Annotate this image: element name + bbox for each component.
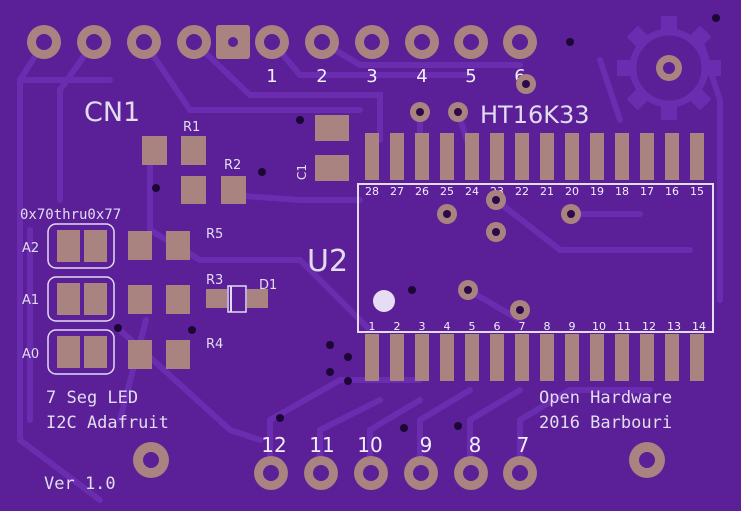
label-version: Ver 1.0 — [44, 474, 116, 494]
top-pin-label-5: 5 — [465, 66, 476, 87]
top-pin-label-4: 4 — [416, 66, 427, 87]
top-pin-label-1: 1 — [266, 66, 277, 87]
chip-pin-22: 22 — [515, 185, 529, 198]
label-u2: U2 — [307, 244, 348, 279]
open-hardware-gear-icon — [617, 16, 721, 120]
chip-pin-27: 27 — [390, 185, 404, 198]
chip-pin-28: 28 — [365, 185, 379, 198]
chip-pin-9: 9 — [569, 320, 576, 333]
top-pin-label-2: 2 — [316, 66, 327, 87]
chip-pin-25: 25 — [440, 185, 454, 198]
label-c1: C1 — [295, 164, 309, 180]
label-d1: D1 — [259, 278, 277, 293]
chip-pin-12: 12 — [642, 320, 656, 333]
bottom-pin-label-8: 8 — [469, 433, 482, 457]
label-a2: A2 — [22, 241, 39, 256]
chip-pin-17: 17 — [640, 185, 654, 198]
label-credit-line1: Open Hardware — [539, 388, 672, 408]
chip-pin-19: 19 — [590, 185, 604, 198]
chip-pin-26: 26 — [415, 185, 429, 198]
label-chip-name: HT16K33 — [480, 101, 590, 129]
vias-small — [114, 14, 720, 432]
chip-pin-24: 24 — [465, 185, 479, 198]
label-r2: R2 — [224, 158, 241, 173]
label-credit-line2: 2016 Barbouri — [539, 413, 672, 433]
chip-pin-16: 16 — [665, 185, 679, 198]
label-r5: R5 — [206, 227, 223, 242]
smd-pads-r3-r4-r5 — [128, 231, 190, 369]
chip-pin-1: 1 — [369, 320, 376, 333]
chip-pin-10: 10 — [592, 320, 606, 333]
top-pin-label-3: 3 — [366, 66, 377, 87]
bottom-pin-label-10: 10 — [357, 433, 382, 457]
chip-pin-14: 14 — [692, 320, 706, 333]
chip-pin-5: 5 — [469, 320, 476, 333]
smd-pads-r1-r2 — [142, 136, 246, 204]
chip-pin-21: 21 — [540, 185, 554, 198]
label-a1: A1 — [22, 293, 39, 308]
bottom-header — [254, 456, 537, 490]
mounting-hole-right — [629, 442, 665, 478]
chip-pin-8: 8 — [544, 320, 551, 333]
vias-large — [410, 74, 581, 320]
smd-pads-c1 — [315, 115, 349, 181]
label-r4: R4 — [206, 337, 223, 352]
bottom-pin-label-12: 12 — [261, 433, 286, 457]
label-r3: R3 — [206, 273, 223, 288]
mounting-hole-left — [133, 442, 169, 478]
ic-u2 — [357, 133, 714, 381]
pin1-marker — [373, 290, 395, 312]
label-address-range: 0x70thru0x77 — [20, 207, 121, 223]
label-r1: R1 — [183, 120, 200, 135]
top-header — [27, 25, 537, 59]
bottom-pin-label-7: 7 — [517, 433, 530, 457]
chip-pin-13: 13 — [667, 320, 681, 333]
bottom-pin-label-9: 9 — [420, 433, 433, 457]
label-product-line2: I2C Adafruit — [46, 413, 169, 433]
copper-traces — [17, 37, 723, 503]
chip-pin-7: 7 — [519, 320, 526, 333]
chip-pin-4: 4 — [444, 320, 451, 333]
chip-pin-6: 6 — [494, 320, 501, 333]
chip-pin-18: 18 — [615, 185, 629, 198]
bottom-pin-label-11: 11 — [309, 433, 334, 457]
address-jumpers — [47, 223, 115, 375]
chip-pin-2: 2 — [394, 320, 401, 333]
chip-pin-11: 11 — [617, 320, 631, 333]
chip-pin-3: 3 — [419, 320, 426, 333]
led-d1 — [206, 285, 268, 313]
label-cn1: CN1 — [84, 97, 140, 128]
chip-pin-15: 15 — [690, 185, 704, 198]
label-a0: A0 — [22, 347, 39, 362]
label-product-line1: 7 Seg LED — [46, 388, 138, 408]
chip-pin-20: 20 — [565, 185, 579, 198]
